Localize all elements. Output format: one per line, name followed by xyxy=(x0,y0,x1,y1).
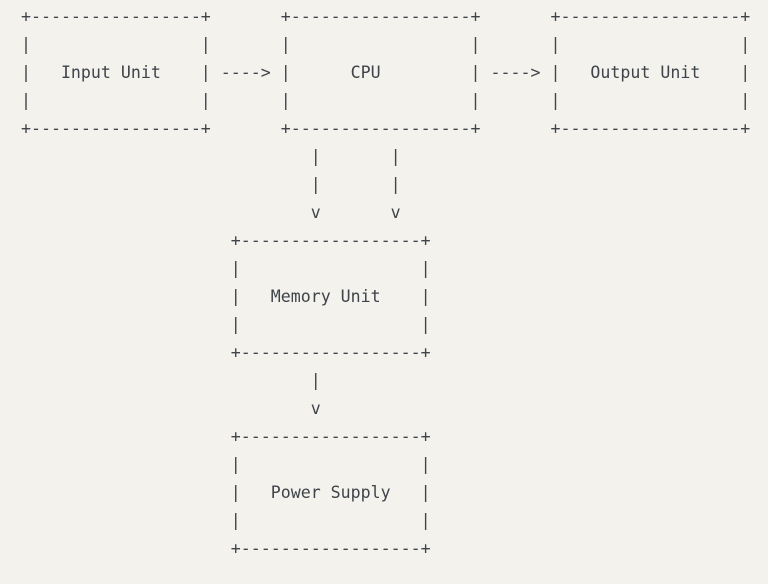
ascii-architecture-diagram: +-----------------+ +------------------+… xyxy=(20,7,751,558)
